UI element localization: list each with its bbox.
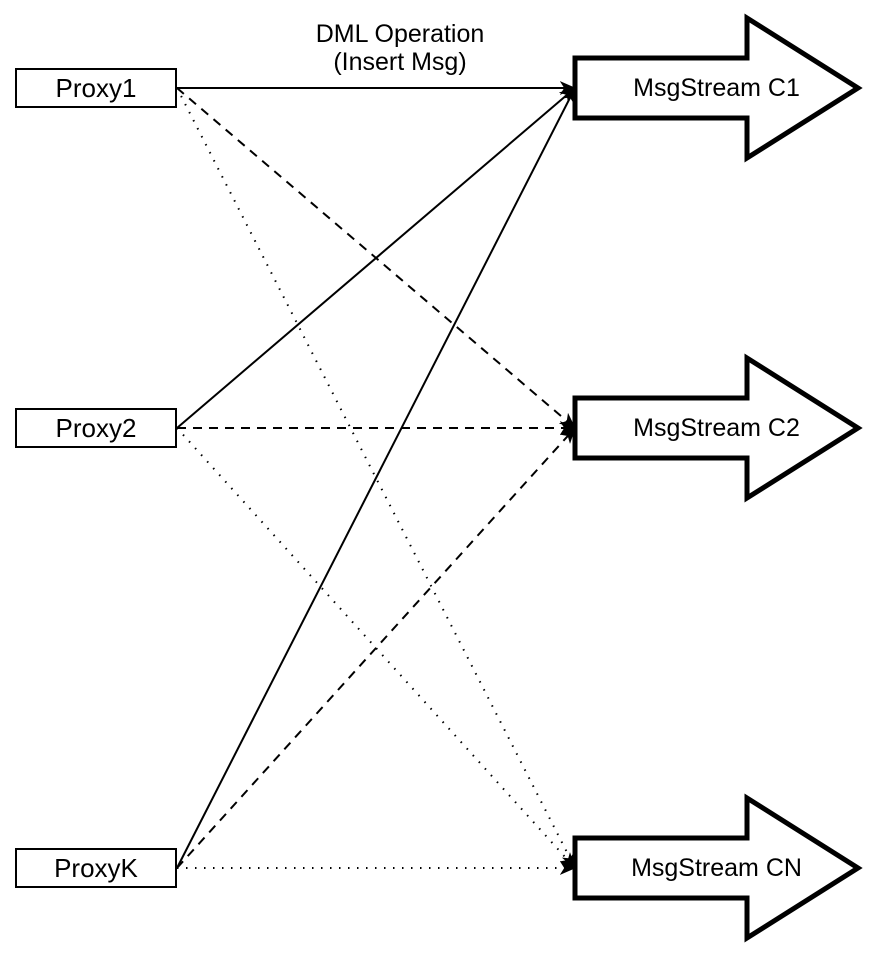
stream-label-text: MsgStream C2 [633,413,800,442]
stream-label-c2: MsgStream C2 [575,408,858,448]
proxy-node-proxyk: ProxyK [15,848,177,888]
edge-proxy2-c1-solid [176,87,576,429]
stream-arrow-cn [572,793,863,943]
proxy-node-proxy2: Proxy2 [15,408,177,448]
stream-arrow-c2 [572,353,863,503]
stream-label-c1: MsgStream C1 [575,68,858,108]
stream-arrow-c1 [572,13,863,163]
edge-proxyk-c2-dashed [176,427,576,869]
stream-label-text: MsgStream C1 [633,73,800,102]
diagram-title-line1: DML Operation [315,20,485,48]
diagram-title: DML Operation (Insert Msg) [240,20,560,76]
edge-proxyk-c1-solid [176,87,576,869]
proxy-node-label: Proxy1 [55,72,137,103]
proxy-node-label: ProxyK [54,852,138,883]
stream-label-cn: MsgStream CN [575,848,858,888]
diagram-title-line2: (Insert Msg) [333,48,467,76]
edges-group [176,81,576,875]
proxy-node-label: Proxy2 [55,412,137,443]
stream-label-text: MsgStream CN [631,853,802,882]
edge-proxy1-cn-dotted [176,87,576,869]
proxy-node-proxy1: Proxy1 [15,68,177,108]
